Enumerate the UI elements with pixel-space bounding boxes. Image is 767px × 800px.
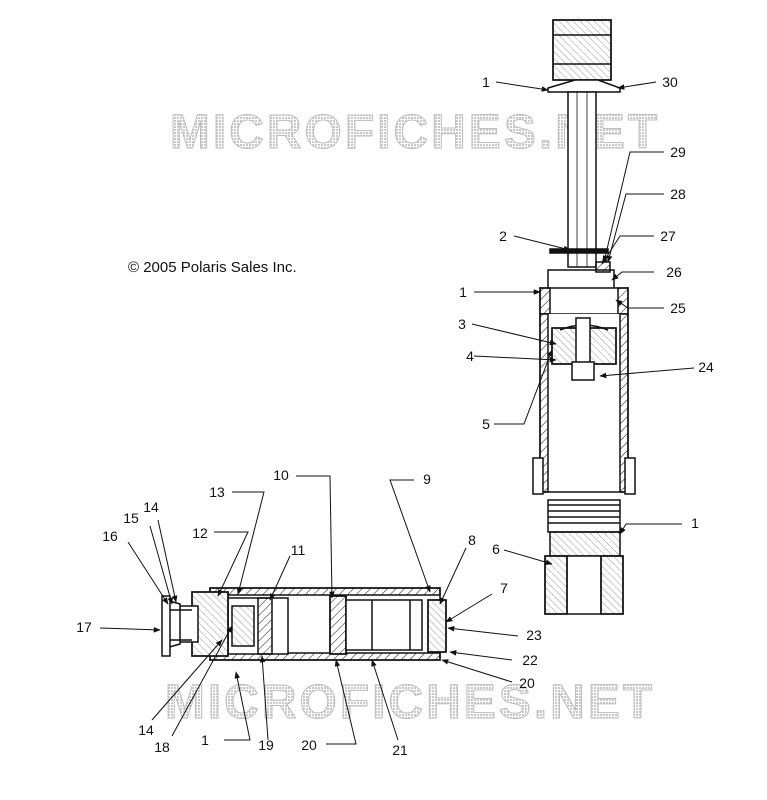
callout-10: 10 xyxy=(273,467,289,483)
callout-24: 24 xyxy=(698,359,714,375)
callout-14: 14 xyxy=(143,499,159,515)
callout-1: 1 xyxy=(459,284,467,300)
callout-1: 1 xyxy=(482,74,490,90)
o-ring xyxy=(549,248,609,254)
callout-23: 23 xyxy=(526,627,542,643)
callout-21: 21 xyxy=(392,742,408,758)
leader-lines xyxy=(99,81,695,745)
callout-8: 8 xyxy=(468,532,476,548)
callout-14: 14 xyxy=(138,722,154,738)
callout-17: 17 xyxy=(76,619,92,635)
callout-6: 6 xyxy=(492,541,500,557)
callout-25: 25 xyxy=(670,300,686,316)
vertical-shock xyxy=(532,19,636,615)
shaft xyxy=(567,91,597,268)
callout-20: 20 xyxy=(301,737,317,753)
callout-30: 30 xyxy=(662,74,678,90)
callout-15: 15 xyxy=(123,510,139,526)
callout-1: 1 xyxy=(691,515,699,531)
callout-29: 29 xyxy=(670,144,686,160)
copyright-notice: © 2005 Polaris Sales Inc. xyxy=(128,259,297,276)
body-cap xyxy=(539,287,629,315)
horizontal-reservoir xyxy=(161,587,447,661)
callout-26: 26 xyxy=(666,264,682,280)
callout-19: 19 xyxy=(258,737,274,753)
callout-1: 1 xyxy=(201,732,209,748)
callout-27: 27 xyxy=(660,228,676,244)
callout-2: 2 xyxy=(499,228,507,244)
callout-3: 3 xyxy=(458,316,466,332)
callout-labels: 1 30 29 28 2 27 26 1 25 3 4 24 5 1 6 10 … xyxy=(76,74,714,758)
nut xyxy=(571,361,595,381)
callout-12: 12 xyxy=(192,525,208,541)
callout-9: 9 xyxy=(423,471,431,487)
callout-18: 18 xyxy=(154,739,170,755)
callout-16: 16 xyxy=(102,528,118,544)
callout-20: 20 xyxy=(519,675,535,691)
top-flange xyxy=(547,79,621,93)
callout-22: 22 xyxy=(522,652,538,668)
seal-head xyxy=(547,269,615,291)
callout-13: 13 xyxy=(209,484,225,500)
callout-5: 5 xyxy=(482,416,490,432)
callout-28: 28 xyxy=(670,186,686,202)
callout-11: 11 xyxy=(291,542,306,558)
callout-4: 4 xyxy=(466,348,474,364)
callout-7: 7 xyxy=(500,580,508,596)
body-threads xyxy=(547,499,621,533)
